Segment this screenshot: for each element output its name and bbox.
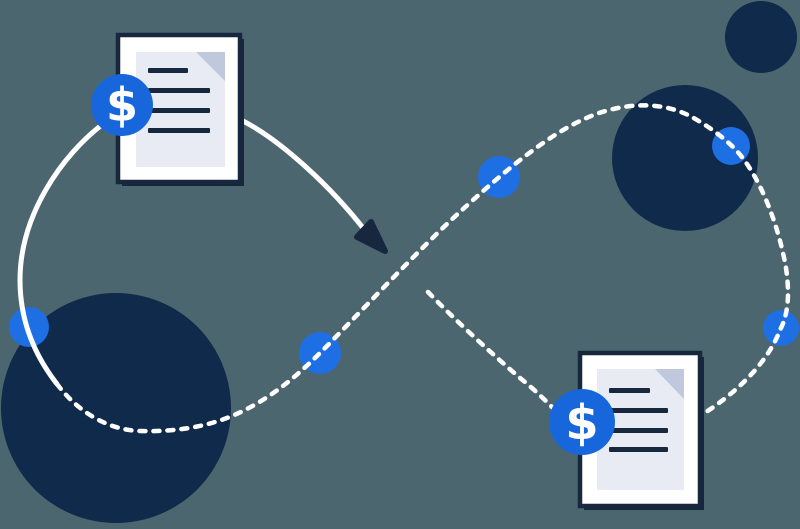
small-navy-circle-decoration — [725, 1, 797, 73]
dollar-badge-top-left: $ — [91, 74, 153, 136]
document-text-line — [609, 388, 650, 393]
page-fold-corner-icon — [196, 52, 225, 81]
document-text-line — [148, 128, 210, 133]
invoice-document-top-left — [115, 32, 244, 186]
dollar-badge-bottom-right: $ — [549, 389, 615, 455]
arrow-icon — [354, 219, 388, 254]
flow-crossing-dashed-path — [425, 289, 557, 412]
medium-navy-circle-decoration — [612, 85, 758, 231]
page-fold-corner-icon — [655, 369, 684, 399]
document-text-line — [148, 88, 210, 93]
flow-arrow-line — [240, 118, 370, 236]
document-text-line — [609, 447, 668, 452]
document-text-line — [609, 428, 668, 433]
dollar-badge-circle — [91, 74, 153, 136]
dollar-sign-icon: $ — [565, 395, 598, 451]
document-text-line — [609, 408, 668, 413]
document-text-line — [148, 108, 210, 113]
large-navy-circle-decoration — [1, 293, 231, 523]
dollar-badge-circle — [549, 389, 615, 455]
document-text-line — [148, 68, 188, 73]
dollar-sign-icon: $ — [106, 78, 138, 132]
flow-loop-dashed-path — [54, 103, 791, 434]
flow-loop-solid-arc — [17, 121, 106, 387]
